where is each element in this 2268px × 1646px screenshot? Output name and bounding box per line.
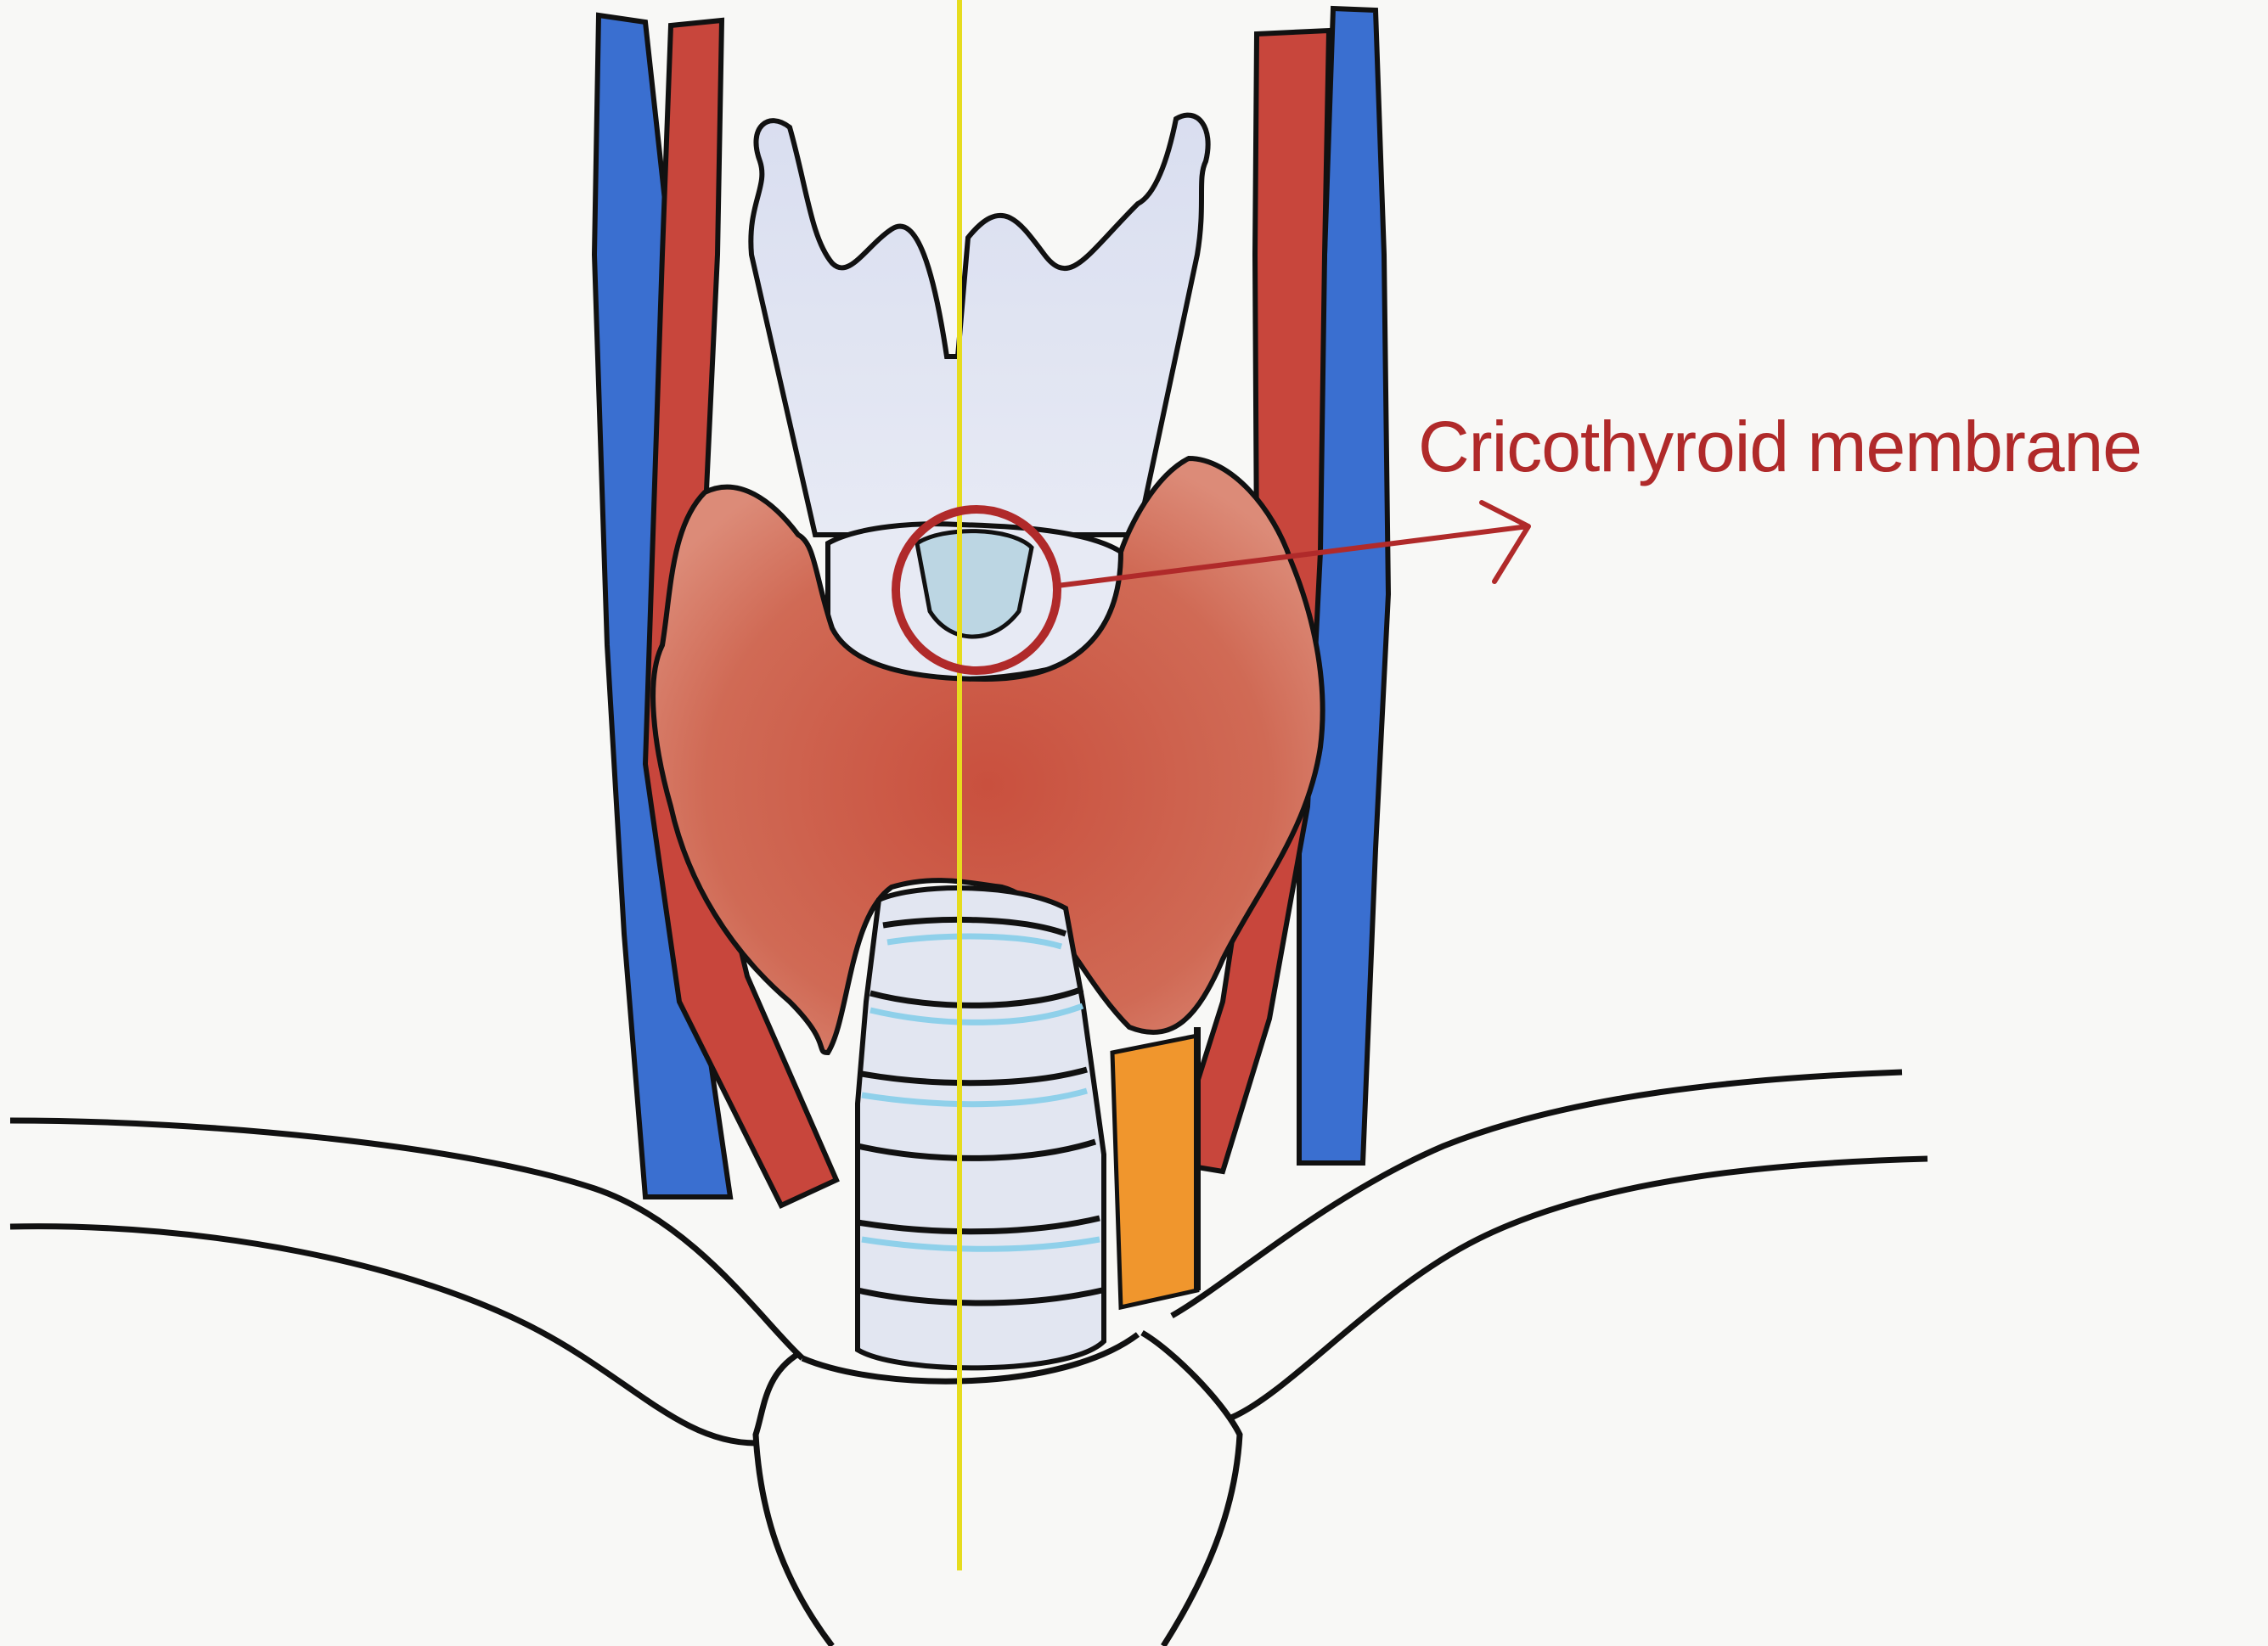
right-clavicle [1172, 1072, 1928, 1418]
annotation-label: Cricothyroid membrane [1418, 406, 2141, 488]
thyroid-cartilage [751, 115, 1207, 535]
recurrent-laryngeal-nerve [1112, 1036, 1197, 1307]
manubrium [756, 1333, 1240, 1646]
